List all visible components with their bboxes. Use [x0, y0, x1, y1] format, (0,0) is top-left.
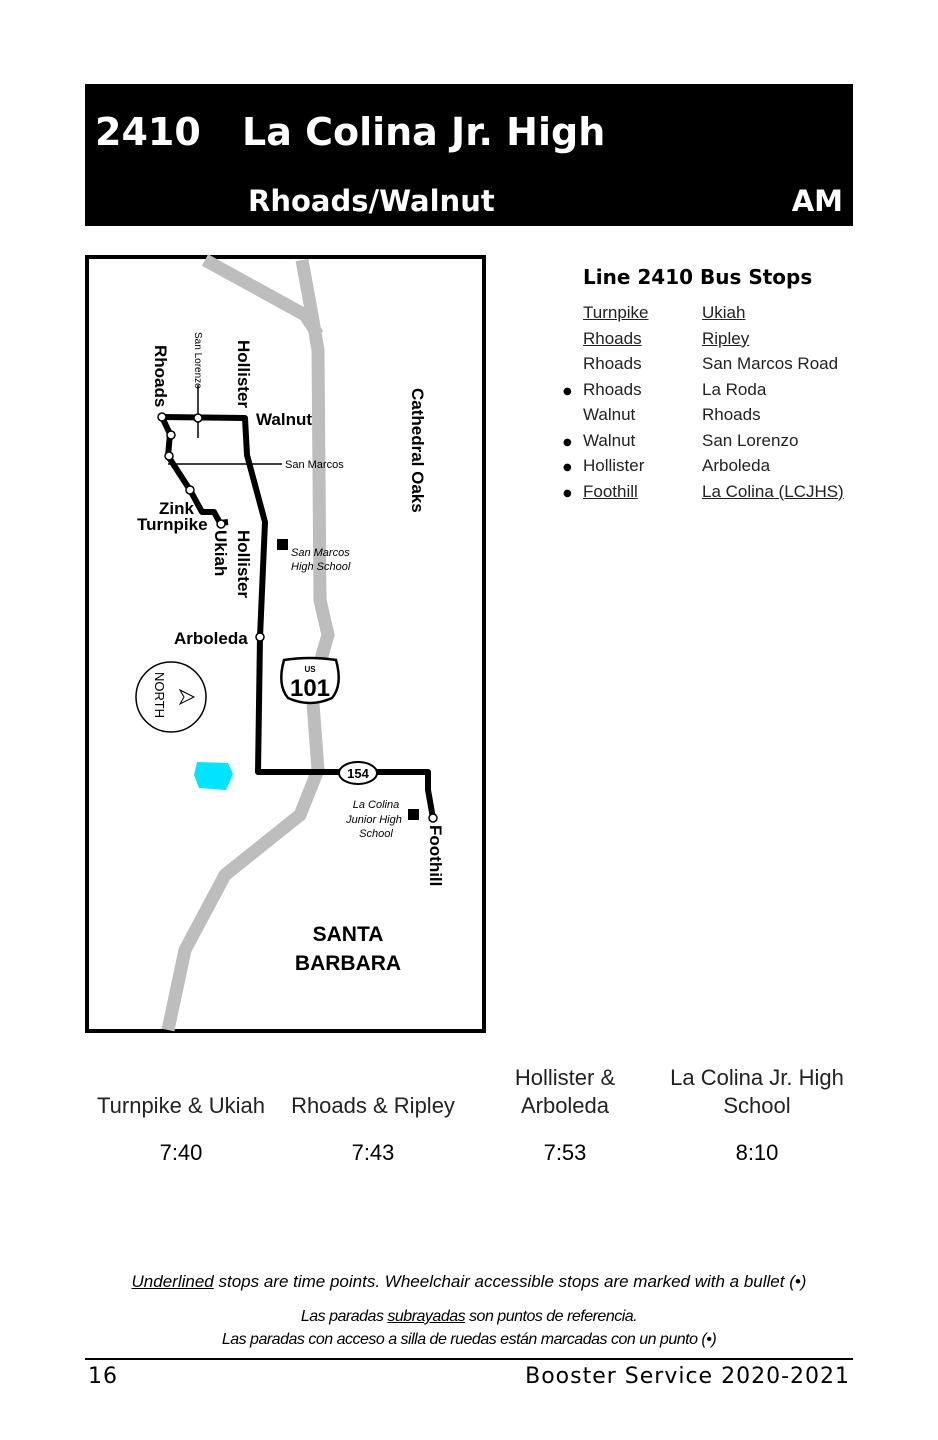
timetable-time: 7:40 — [159, 1140, 203, 1165]
label-north: NORTH — [152, 672, 167, 718]
timetable-stop: La Colina Jr. High School — [670, 1065, 844, 1118]
label-hollister-2: Hollister — [234, 530, 253, 598]
stop-item: Ripley — [702, 328, 750, 348]
page-number: 16 — [88, 1364, 118, 1389]
label-hollister: Hollister — [234, 340, 253, 408]
stop-item: Rhoads — [583, 379, 642, 399]
timetable-time: 8:10 — [735, 1140, 779, 1165]
stop-item: La Roda — [702, 379, 767, 399]
service-period: AM — [791, 184, 843, 218]
stop-item: La Colina (LCJHS) — [702, 481, 844, 501]
label-san-lorenzo: San Lorenzo — [192, 332, 203, 389]
label-san-marcos: San Marcos — [285, 459, 344, 471]
label-101: 101 — [290, 675, 330, 702]
ca-154-shield: 154 — [338, 761, 378, 785]
stop-item: Turnpike — [583, 303, 649, 322]
note-rest: stops are time points. Wheelchair access… — [213, 1272, 807, 1291]
highlight-area — [194, 762, 233, 790]
label-foothill: Foothill — [426, 825, 445, 886]
stops-title: Line 2410 Bus Stops — [583, 265, 813, 289]
timetable-time: 7:43 — [351, 1140, 395, 1165]
route-name: La Colina Jr. High — [242, 110, 606, 154]
map-frame — [85, 255, 486, 1033]
footer-title: Booster Service 2020-2021 — [525, 1364, 850, 1389]
stop-item: Rhoads — [702, 405, 761, 424]
label-lcjhs: La Colina — [353, 799, 399, 811]
timetable-time: 7:53 — [543, 1140, 587, 1165]
label-us: US — [304, 665, 316, 674]
label-ukiah: Ukiah — [211, 530, 230, 576]
label-walnut: Walnut — [256, 410, 312, 429]
stop-item: Arboleda — [702, 456, 771, 475]
note-es-u: subrayadas — [387, 1308, 466, 1325]
note-es-a: Las paradas — [300, 1308, 388, 1325]
route-number: 2410 — [95, 110, 201, 154]
accessible-bullet-icon: ● — [563, 436, 572, 448]
stop-item: Foothill — [583, 481, 638, 501]
note-es-b: son puntos de referencia. — [465, 1308, 638, 1325]
north-compass: NORTH — [135, 661, 207, 733]
route-header: 2410 La Colina Jr. High Rhoads/Walnut AM — [85, 84, 853, 226]
stop-item: Rhoads — [583, 328, 642, 348]
label-barbara: BARBARA — [295, 952, 401, 975]
accessible-bullet-icon: ● — [563, 462, 572, 473]
label-turnpike: Turnpike — [137, 515, 208, 534]
stop-item: Hollister — [583, 456, 645, 475]
stop-item: Walnut — [583, 405, 636, 424]
label-arboleda: Arboleda — [174, 629, 248, 648]
accessible-bullet-icon: ● — [563, 385, 572, 397]
label-lcjhs-3: School — [359, 828, 393, 840]
accessible-bullet-icon: ● — [563, 487, 572, 499]
route-subtitle: Rhoads/Walnut — [248, 184, 495, 218]
label-smhs: San Marcos — [291, 547, 350, 559]
stop-item: Walnut — [583, 430, 636, 450]
note-es-2: Las paradas con acceso a silla de ruedas… — [221, 1331, 717, 1348]
timetable-stop: Rhoads & Ripley — [291, 1093, 455, 1118]
timetable-stop: Hollister & Arboleda — [514, 1065, 616, 1118]
stop-item: San Lorenzo — [702, 430, 799, 450]
stop-item: Ukiah — [702, 303, 746, 322]
stop-item: Rhoads — [583, 354, 642, 373]
school-marker — [408, 809, 419, 820]
stop-item: San Marcos Road — [702, 354, 839, 373]
label-lcjhs-2: Junior High — [345, 814, 402, 826]
street-lines — [168, 385, 282, 465]
label-zink: Zink — [159, 499, 194, 518]
footer-divider — [85, 1358, 853, 1360]
us-101-shield: US 101 — [280, 656, 340, 705]
school-marker — [277, 539, 288, 550]
note-underlined: Underlined — [131, 1272, 214, 1291]
note-en: Underlined stops are time points. Wheelc… — [0, 1272, 938, 1292]
timetable-stop: Turnpike & Ukiah — [97, 1093, 265, 1118]
label-smhs-2: High School — [291, 561, 351, 573]
north-arrow-icon — [178, 688, 196, 706]
note-es-1: Las paradas subrayadas son puntos de ref… — [0, 1308, 938, 1326]
stop-markers — [157, 412, 438, 823]
label-rhoads: Rhoads — [151, 345, 170, 407]
label-santa: SANTA — [313, 923, 384, 946]
label-154: 154 — [347, 766, 369, 781]
label-cathedral-oaks: Cathedral Oaks — [408, 388, 427, 513]
